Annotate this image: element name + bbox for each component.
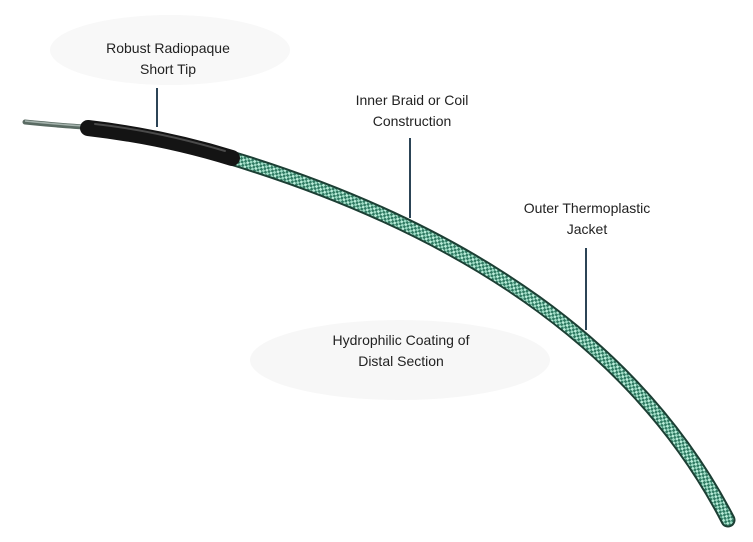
label-line: Construction: [372, 113, 452, 129]
label-line: Short Tip: [139, 61, 197, 77]
catheter-shaft-braid: [222, 151, 734, 526]
label-inner-braid: Inner Braid or Coil Construction: [322, 90, 502, 132]
label-line: Jacket: [566, 221, 608, 237]
label-radiopaque-tip: Robust Radiopaque Short Tip: [78, 38, 258, 80]
label-line: Robust Radiopaque: [106, 40, 230, 56]
guidewire-highlight: [24, 120, 86, 127]
label-line: Distal Section: [358, 353, 444, 369]
background-shade: [250, 320, 550, 400]
background-shade: [50, 15, 290, 85]
radiopaque-tip-sheen: [94, 123, 226, 152]
label-hydrophilic-coating: Hydrophilic Coating of Distal Section: [306, 330, 496, 372]
guidewire: [22, 119, 88, 130]
label-line: Inner Braid or Coil: [355, 92, 469, 108]
label-line: Hydrophilic Coating of: [332, 332, 470, 348]
label-line: Outer Thermoplastic: [523, 200, 651, 216]
radiopaque-tip: [80, 120, 240, 166]
label-outer-jacket: Outer Thermoplastic Jacket: [497, 198, 677, 240]
